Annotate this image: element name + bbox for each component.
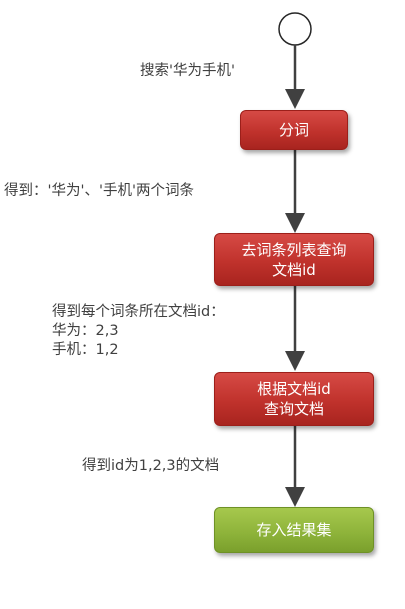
label-docs: 得到id为1,2,3的文档 <box>82 458 220 474</box>
node-store-results: 存入结果集 <box>214 507 374 553</box>
node-tokenize-text: 分词 <box>278 121 309 139</box>
label-terms: 得到：'华为'、'手机'两个词条 <box>4 183 194 199</box>
node-query-term-list: 去词条列表查询 文档id <box>214 233 374 286</box>
label-doc-ids-line3: 手机：1,2 <box>52 342 119 358</box>
label-doc-ids-line2: 华为：2,3 <box>52 323 119 339</box>
node-fetch-line2: 查询文档 <box>263 400 324 418</box>
node-query-line1: 去词条列表查询 <box>241 240 347 259</box>
node-query-line2: 文档id <box>272 260 316 279</box>
label-search-query: 搜索'华为手机' <box>140 63 235 79</box>
label-doc-ids: 得到每个词条所在文档id： 华为：2,3 手机：1,2 <box>52 303 225 360</box>
node-tokenize: 分词 <box>240 110 348 150</box>
node-store-text: 存入结果集 <box>256 521 332 539</box>
node-fetch-line1: 根据文档id <box>257 380 331 398</box>
start-node <box>278 12 312 46</box>
label-doc-ids-line1: 得到每个词条所在文档id： <box>52 304 225 320</box>
node-fetch-docs: 根据文档id 查询文档 <box>214 372 374 426</box>
